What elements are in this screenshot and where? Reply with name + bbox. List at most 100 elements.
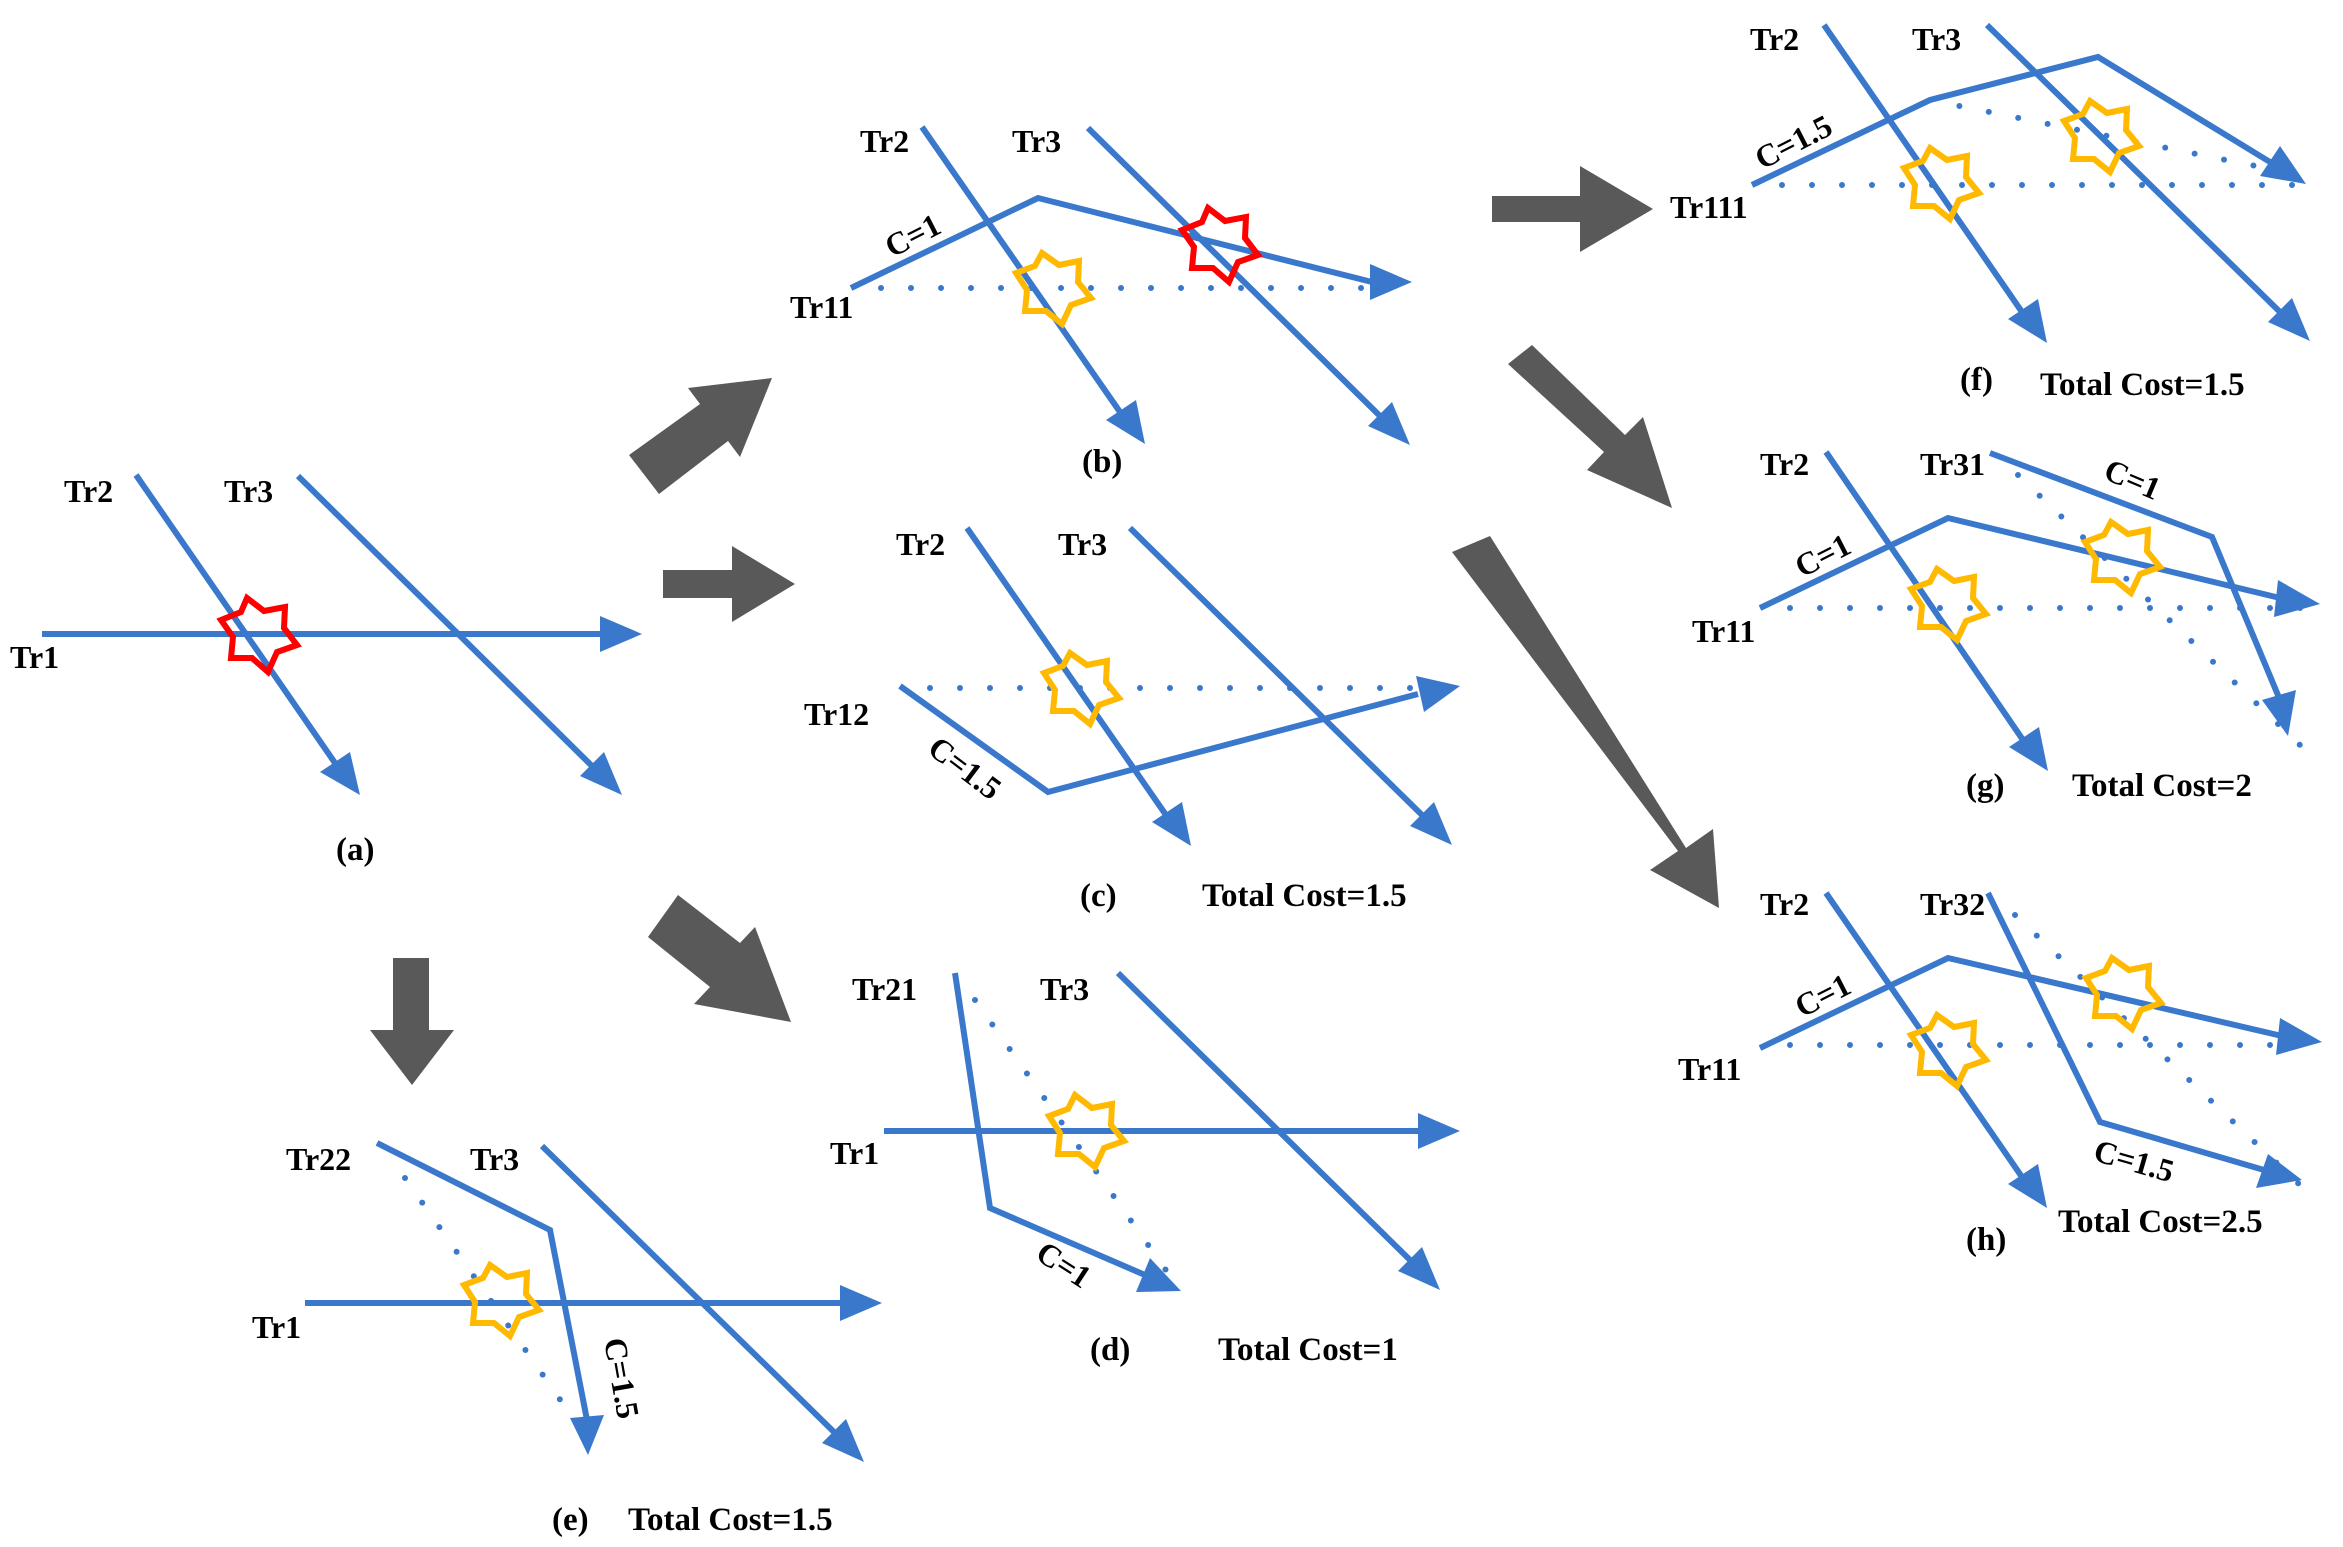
trajectory-tr3 [1127,525,1425,818]
trajectory-tr3 [1115,970,1413,1263]
arrowhead [600,616,642,652]
label-tr2: Tr2 [1760,886,1809,922]
total-cost-d: Total Cost=1 [1218,1332,1398,1368]
resolved-star-icon [459,1260,545,1341]
panel-f: Tr2 Tr3 Tr111 C=1.5 (f) Total Cost=1.5 [1670,21,2310,403]
total-cost-c: Total Cost=1.5 [1202,878,1407,914]
label-tr1: Tr1 [830,1135,879,1171]
cost-label: C=1.5 [597,1335,647,1421]
arrowhead [2262,690,2296,736]
trajectory-tr21 [952,972,1147,1278]
arrowhead [2260,146,2306,184]
arrowhead [1136,1258,1181,1292]
trajectory-tr31 [1988,450,2283,702]
arrowhead [1416,676,1460,712]
label-tr1: Tr1 [252,1309,301,1345]
label-tr31: Tr31 [1920,446,1985,482]
resolved-star-icon [1906,564,1992,645]
label-tr11: Tr11 [790,289,853,325]
label-tr2: Tr2 [1760,446,1809,482]
arrowhead [1398,1247,1440,1290]
trajectory-tr22 [375,1140,590,1421]
caption-e: (e) [552,1502,589,1538]
resolved-star-icon [1039,648,1125,729]
arrowhead [1152,802,1191,846]
label-tr2: Tr2 [860,123,909,159]
arrowhead [2268,298,2310,341]
label-tr1: Tr1 [10,639,59,675]
arrowhead [840,1285,882,1321]
trajectory-tr3 [1984,22,2283,315]
label-tr22: Tr22 [286,1141,351,1177]
arrowhead [1418,1113,1460,1149]
panel-a: Tr2 Tr3 Tr1 (a) [10,473,642,868]
original-path-dotted [972,997,1183,1293]
trajectory-tr2 [964,526,1169,817]
arrowhead [2008,1164,2047,1208]
flow-arrow-a-to-d [648,895,791,1022]
panel-b: Tr2 Tr3 Tr11 C=1 (b) [790,123,1412,480]
arrowhead [580,752,622,795]
label-tr2: Tr2 [64,473,113,509]
panel-e: Tr22 Tr3 Tr1 C=1.5 (e) Total Cost=1.5 [252,1140,882,1538]
arrowhead [2009,727,2048,771]
panel-h: Tr2 Tr32 Tr11 C=1 C=1.5 (h) Total Cost=2… [1678,886,2322,1258]
flow-arrow-a-to-e [370,958,454,1085]
flow-arrow-b-to-h [1452,536,1719,908]
trajectory-tr32 [1985,891,2265,1173]
trajectory-tr2 [1823,891,2025,1179]
arrowhead [1368,402,1410,445]
label-tr32: Tr32 [1920,886,1985,922]
caption-g: (g) [1966,768,2004,804]
cost-label: C=1 [1030,1234,1098,1295]
label-tr3: Tr3 [1012,123,1061,159]
trajectory-tr11 [1758,514,2281,611]
conflict-star-icon [216,593,302,677]
label-tr2: Tr2 [896,526,945,562]
total-cost-f: Total Cost=1.5 [2040,367,2245,403]
total-cost-e: Total Cost=1.5 [628,1502,833,1538]
trajectory-tr2 [1823,450,2026,742]
total-cost-h: Total Cost=2.5 [2058,1204,2263,1240]
total-cost-g: Total Cost=2 [2072,768,2252,804]
shifted-path-dotted [1927,97,2303,178]
trajectory-tr3 [539,1143,837,1435]
label-tr111: Tr111 [1670,189,1748,225]
trajectory-tr3 [295,473,595,769]
label-tr3: Tr3 [1058,526,1107,562]
trajectory-tr2 [133,473,338,765]
original-path-dotted [2012,912,2303,1188]
label-tr12: Tr12 [804,696,869,732]
resolved-star-icon [2059,96,2145,177]
label-tr3: Tr3 [470,1141,519,1177]
arrowhead [2276,1018,2322,1055]
trajectory-tr11 [1758,954,2283,1051]
trajectory-tr12 [898,683,1419,796]
arrowhead [320,752,360,795]
flow-arrow-b-to-g [1508,345,1672,508]
cost-label: C=1.5 [922,729,1009,807]
caption-c: (c) [1080,878,1117,914]
arrowhead [2256,1154,2302,1188]
resolved-star-icon [2080,517,2166,598]
caption-f: (f) [1960,362,1993,398]
arrowhead [1106,400,1145,444]
caption-d: (d) [1090,1332,1130,1368]
arrowhead [2008,299,2047,343]
panel-d: Tr21 Tr3 Tr1 C=1 (d) Total Cost=1 [830,970,1460,1368]
caption-a: (a) [336,832,374,868]
arrowhead [2274,580,2320,617]
original-path-dotted [402,1175,583,1431]
label-tr11: Tr11 [1678,1051,1741,1087]
resolved-star-icon [1044,1090,1130,1172]
label-tr2: Tr2 [1750,21,1799,57]
flow-arrow-a-to-c [663,546,795,622]
trajectory-tr2 [1821,23,2025,314]
caption-b: (b) [1082,444,1122,480]
label-tr3: Tr3 [1912,21,1961,57]
arrowhead [1410,802,1452,845]
trajectory-tr111 [1750,53,2272,188]
resolved-star-icon [1906,1010,1992,1091]
resolved-star-icon [1011,248,1097,329]
